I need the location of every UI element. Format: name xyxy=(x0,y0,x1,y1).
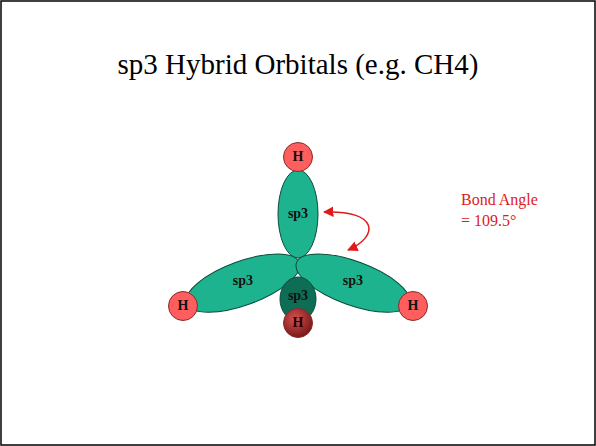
orbital-label: sp3 xyxy=(288,207,308,221)
orbital-ellipse xyxy=(278,170,318,258)
orbital-label: sp3 xyxy=(343,274,363,288)
hydrogen-atom: H xyxy=(283,142,313,172)
atom-circle xyxy=(284,143,313,172)
sp3-orbital-lobe: sp3 xyxy=(278,170,318,258)
orbital-label: sp3 xyxy=(288,289,308,303)
atom-symbol: H xyxy=(293,316,304,330)
atom-symbol: H xyxy=(293,150,304,164)
angle-arrow xyxy=(324,212,369,250)
slide-title: sp3 Hybrid Orbitals (e.g. CH4) xyxy=(0,48,596,81)
atom-symbol: H xyxy=(408,299,419,313)
hydrogen-atom: H xyxy=(398,291,428,321)
atom-symbol: H xyxy=(178,299,189,313)
hydrogen-atom-back: H xyxy=(283,308,313,338)
orbital-label: sp3 xyxy=(233,274,253,288)
angle-label: Bond Angle = 109.5° xyxy=(461,189,549,231)
atom-circle xyxy=(399,292,428,321)
atom-circle xyxy=(284,309,313,338)
atom-circle xyxy=(169,292,198,321)
hydrogen-atom: H xyxy=(168,291,198,321)
